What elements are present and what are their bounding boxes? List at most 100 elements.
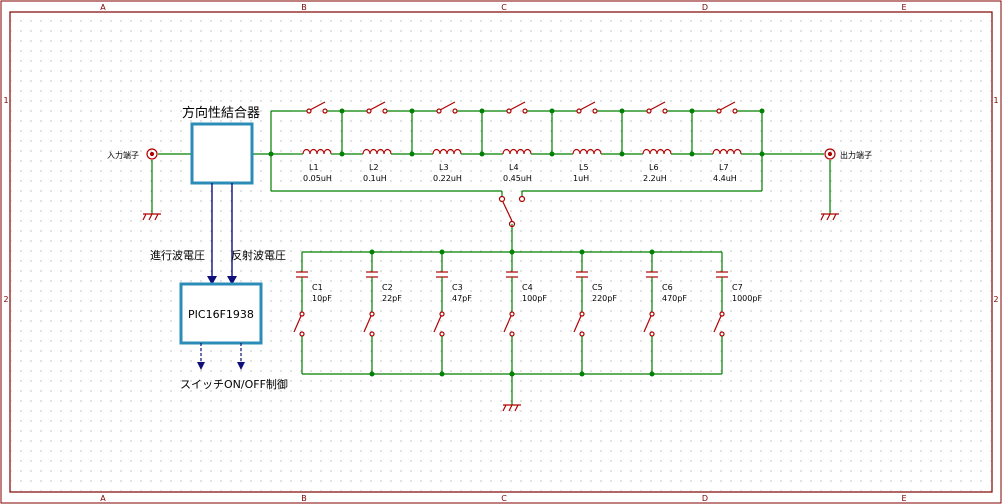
inductor-stage-3: L3 0.22uH: [411, 101, 482, 183]
zone-row-2-left: 2: [3, 295, 8, 304]
inductor-l2: [342, 148, 412, 155]
inductor-value: 0.05uH: [303, 174, 332, 183]
ground-capacitor-bank: [502, 404, 521, 412]
switch-control-outputs: スイッチON/OFF制御: [180, 343, 288, 391]
forward-voltage-label: 進行波電圧: [150, 249, 205, 262]
zone-col-b-top: B: [301, 3, 307, 12]
junction-dot: [369, 249, 375, 255]
capacitor-branch-4: C4 100pF: [503, 249, 547, 377]
junction-dot: [509, 249, 515, 255]
inductor-stage-1: L10.05uH: [292, 101, 342, 183]
junction-dot: [549, 108, 555, 114]
capacitor-ref: C3: [452, 283, 463, 292]
junction-dot: [579, 371, 585, 377]
inductor-l7: [692, 148, 762, 155]
mcu-label: PIC16F1938: [188, 308, 254, 321]
bypass-switch-1: [292, 101, 342, 114]
inductor-value: 0.45uH: [503, 174, 532, 183]
capacitor-value: 100pF: [522, 294, 547, 303]
inductor-value: 0.22uH: [433, 174, 462, 183]
ground-output: [820, 213, 839, 221]
switch-control-label: スイッチON/OFF制御: [180, 377, 288, 391]
inductor-l4: [482, 148, 552, 155]
inductor-ref: L4: [509, 163, 519, 172]
capacitor-bank: C110pFC222pFC347pFC4100pFC5220pFC6470pFC…: [293, 249, 762, 377]
selector-switch: [498, 191, 526, 228]
capacitor-ref: C4: [522, 283, 533, 292]
capacitor-value: 220pF: [592, 294, 617, 303]
junction-dot: [689, 108, 695, 114]
zone-row-2-right: 2: [993, 295, 998, 304]
zone-col-e-top: E: [901, 3, 906, 12]
junction-dot: [759, 108, 765, 114]
inductor-ref: L3: [439, 163, 449, 172]
inductor-value: 4.4uH: [713, 174, 737, 183]
junction-dot: [509, 371, 515, 377]
zone-row-1-right: 1: [993, 96, 998, 105]
zone-col-b-bottom: B: [301, 494, 307, 503]
input-port-label: 入力端子: [107, 150, 139, 160]
junction-dot: [549, 151, 555, 157]
inductor-stage-4: L4 0.45uH: [481, 101, 552, 183]
coupler-label: 方向性結合器: [182, 105, 260, 121]
inductor-ref: L7: [719, 163, 729, 172]
capacitor-value: 470pF: [662, 294, 687, 303]
output-port-label: 出力端子: [840, 150, 872, 160]
zone-col-c-top: C: [501, 3, 507, 12]
capacitor-switch-4: [503, 311, 515, 337]
zone-col-d-top: D: [702, 3, 708, 12]
junction-dot: [339, 108, 345, 114]
capacitor-ref: C7: [732, 283, 743, 292]
bypass-switch-3: [412, 101, 482, 114]
zone-col-d-bottom: D: [702, 494, 708, 503]
capacitor-ref: C5: [592, 283, 603, 292]
bypass-switch-2: [342, 101, 412, 114]
bypass-switch-7: [692, 101, 762, 114]
capacitor-value: 1000pF: [732, 294, 762, 303]
zone-labels: A B C D E A B C D E 1 2 1 2: [3, 3, 998, 503]
pic-mcu: PIC16F1938: [179, 282, 263, 345]
junction-dot: [759, 151, 765, 157]
capacitor-ref: C1: [312, 283, 323, 292]
junction-dot: [439, 371, 445, 377]
inductor-value: 0.1uH: [363, 174, 387, 183]
ground-input: [142, 213, 161, 221]
inductor-stage-2: L20.1uH: [341, 101, 412, 183]
capacitor-value: 10pF: [312, 294, 332, 303]
junction-dot: [409, 151, 415, 157]
capacitor-value: 47pF: [452, 294, 472, 303]
capacitor-branch-1: C1 10pF: [293, 252, 332, 374]
junction-dot: [689, 151, 695, 157]
junction-dot: [619, 151, 625, 157]
input-port: 入力端子: [107, 148, 158, 160]
junction-dot: [439, 249, 445, 255]
zone-col-c-bottom: C: [501, 494, 507, 503]
reflected-voltage-label: 反射波電圧: [231, 248, 286, 262]
inductor-value: 2.2uH: [643, 174, 667, 183]
capacitor-branch-5: C5 220pF: [573, 249, 617, 377]
bypass-switch-4: [482, 101, 552, 114]
inductor-stage-7: L7 4.4uH: [691, 101, 762, 183]
inductor-ref: L6: [649, 163, 659, 172]
junction-dot: [619, 108, 625, 114]
capacitor-ref: C2: [382, 283, 393, 292]
coupler-to-mcu-signals: 進行波電圧 反射波電圧: [150, 183, 286, 285]
junction-dot: [479, 151, 485, 157]
capacitor-branch-2: C2 22pF: [363, 249, 402, 377]
inductor-l3: [412, 148, 482, 155]
capacitor-switch-3: [433, 311, 445, 337]
zone-row-1-left: 1: [3, 96, 8, 105]
capacitor-branch-3: C3 47pF: [433, 249, 472, 377]
bypass-switch-6: [622, 101, 692, 114]
zone-col-a-bottom: A: [100, 494, 106, 503]
inductor-stage-6: L6 2.2uH: [621, 101, 692, 183]
capacitor-branch-7: C7 1000pF: [713, 252, 762, 374]
capacitor-ref: C6: [662, 283, 673, 292]
capacitor-branch-6: C6 470pF: [643, 249, 687, 377]
bypass-switch-5: [552, 101, 622, 114]
junction-dot: [479, 108, 485, 114]
capacitor-value: 22pF: [382, 294, 402, 303]
